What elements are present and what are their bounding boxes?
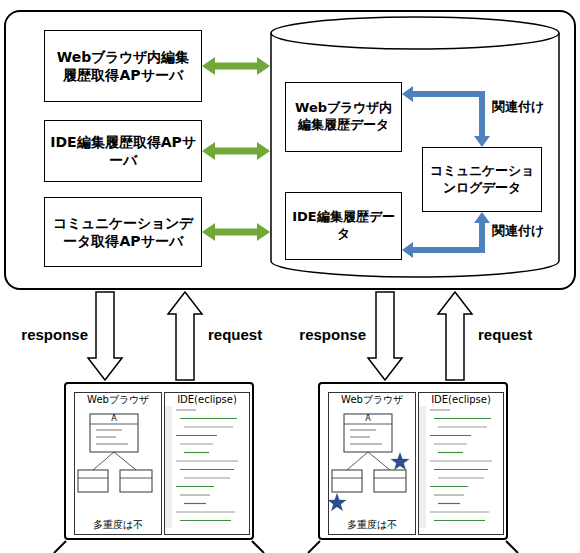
data-access-arrow — [215, 229, 257, 236]
code-line — [430, 435, 471, 436]
uml-sketch — [332, 414, 406, 492]
panel-text: 多重度は不 — [347, 519, 397, 531]
association-arrow — [413, 94, 482, 136]
code-line — [184, 426, 233, 427]
data-access-arrow — [215, 148, 257, 155]
code-line — [434, 520, 485, 521]
ide-panel: IDE(eclipse) — [164, 392, 250, 535]
code-line — [180, 469, 234, 470]
request-response-arrow — [168, 292, 202, 380]
box-label: IDE編集履歴データ — [291, 209, 396, 243]
uml-sketch — [78, 414, 152, 492]
code-line — [434, 494, 464, 495]
code-line — [176, 409, 196, 410]
data-box: コミュニケーションログデータ — [422, 147, 542, 212]
cylinder-top — [271, 17, 559, 49]
code-line — [176, 486, 214, 487]
system-frame: Webブラウザ内編集履歴取得APサーバIDE編集履歴取得APサーバコミュニケーシ… — [4, 10, 576, 290]
data-box: IDE編集履歴データ — [285, 192, 402, 260]
data-box: Webブラウザ内編集履歴データ — [285, 82, 402, 152]
browser-panel: Webブラウザ多重度は不 — [74, 392, 162, 535]
request-response-arrow — [438, 292, 472, 380]
code-line — [176, 460, 238, 461]
server-box: コミュニケーションデータ取得APサーバ — [44, 197, 202, 267]
class-name: A — [344, 415, 392, 423]
code-line — [434, 418, 491, 419]
code-gutter — [164, 406, 172, 528]
code-line — [438, 477, 484, 478]
code-line — [438, 503, 460, 504]
server-box: IDE編集履歴取得APサーバ — [44, 120, 202, 182]
panel-title: Webブラウザ — [341, 394, 403, 406]
request-response-arrow — [88, 292, 122, 380]
code-line — [184, 477, 230, 478]
code-line — [180, 520, 231, 521]
panel-text: 多重度は不 — [93, 519, 143, 531]
data-access-arrow — [215, 63, 257, 70]
edge-label: response — [8, 326, 90, 343]
panel-title: Webブラウザ — [87, 394, 149, 406]
edge-label: request — [476, 326, 550, 343]
request-response-arrow — [368, 292, 402, 380]
edge-label: 関連付け — [490, 222, 546, 240]
code-gutter — [418, 406, 426, 528]
code-line — [434, 443, 467, 444]
box-label: コミュニケーションデータ取得APサーバ — [50, 214, 196, 250]
code-line — [180, 443, 213, 444]
box-label: IDE編集履歴取得APサーバ — [50, 133, 196, 169]
edge-label: request — [206, 326, 280, 343]
code-line — [438, 426, 487, 427]
database-cylinder: Webブラウザ内編集履歴データコミュニケーションログデータ IDE編集履歴データ — [270, 16, 560, 278]
panel-title: IDE(eclipse) — [431, 394, 491, 406]
cylinder-body — [271, 33, 559, 277]
code-line — [430, 511, 489, 512]
server-box: Webブラウザ内編集履歴取得APサーバ — [44, 30, 202, 102]
star-mark — [328, 493, 347, 511]
code-line — [176, 511, 235, 512]
ide-panel: IDE(eclipse) — [418, 392, 504, 535]
code-line — [180, 494, 210, 495]
box-label: Webブラウザ内編集履歴取得APサーバ — [50, 48, 196, 84]
edge-label: 関連付け — [490, 98, 546, 116]
browser-panel: Webブラウザ多重度は不 — [328, 392, 416, 535]
edge-label: response — [284, 326, 368, 343]
code-line — [430, 409, 450, 410]
code-line — [430, 460, 492, 461]
box-label: コミュニケーションログデータ — [428, 163, 536, 197]
code-line — [184, 452, 209, 453]
class-name: A — [90, 415, 138, 423]
code-line — [438, 452, 463, 453]
panel-title: IDE(eclipse) — [177, 394, 237, 406]
association-arrow — [413, 223, 482, 250]
star-mark — [391, 452, 410, 470]
laptop-base — [54, 541, 518, 553]
code-line — [180, 418, 237, 419]
code-line — [434, 469, 488, 470]
code-line — [184, 503, 206, 504]
laptop-screen: Webブラウザ多重度は不 IDE(eclipse) — [318, 382, 508, 540]
code-line — [176, 435, 217, 436]
laptop-screen: Webブラウザ多重度は不 IDE(eclipse) — [64, 382, 254, 540]
code-line — [430, 486, 468, 487]
box-label: Webブラウザ内編集履歴データ — [291, 100, 396, 134]
